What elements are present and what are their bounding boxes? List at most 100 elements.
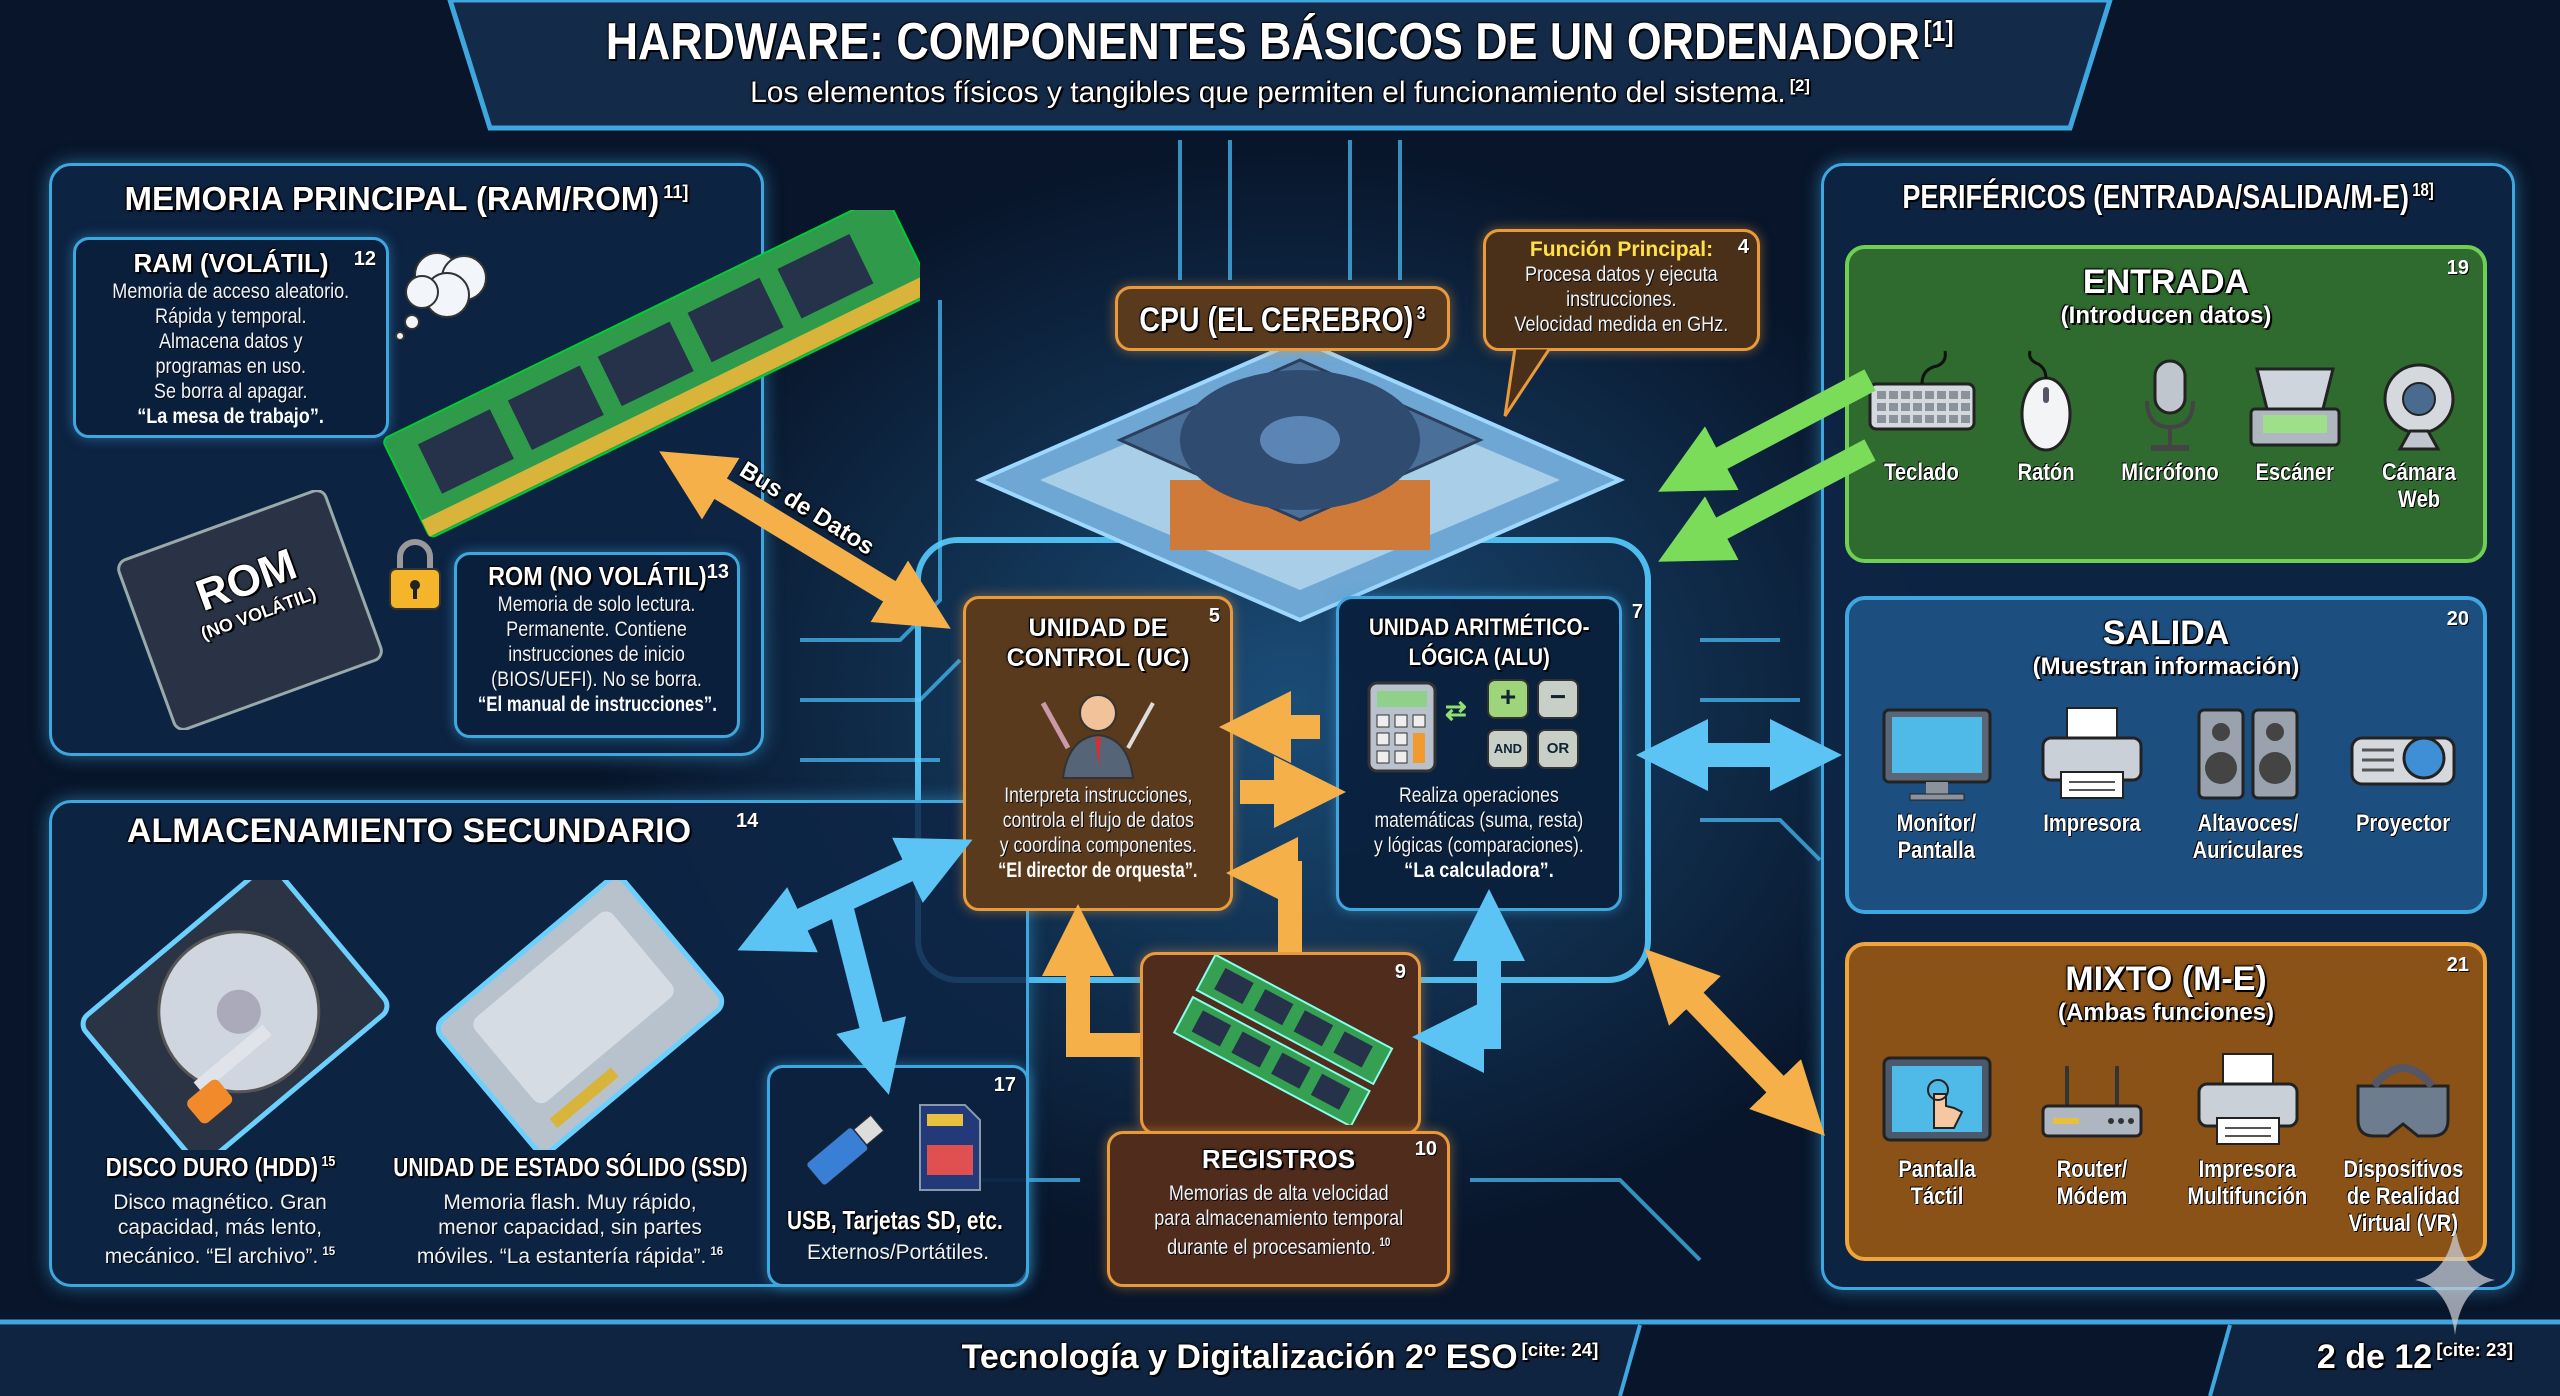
projector-icon: [2350, 736, 2456, 786]
device-label: Micrófono: [2121, 459, 2219, 486]
scanner-icon: [2249, 367, 2341, 447]
router-icon: [2041, 1066, 2143, 1138]
mixto-group: 21 MIXTO (M-E) (Ambas funciones) Pantall…: [1845, 942, 2487, 1261]
touchscreen-icon: [1882, 1056, 1992, 1142]
entrada-title: ENTRADA: [2082, 263, 2250, 301]
alu-cite: 7: [1631, 601, 1643, 623]
page-indicator: 2 de 12[cite: 23]: [2270, 1338, 2560, 1377]
speech-pointer: [1503, 348, 1552, 417]
alu-title: UNIDAD ARITMÉTICO- LÓGICA (ALU): [1368, 614, 1590, 671]
ram-quote: “La mesa de trabajo”.: [137, 405, 325, 428]
uc-description: Interpreta instrucciones, controla el fl…: [999, 784, 1197, 857]
title-cite: [1]: [1923, 15, 1954, 48]
rom-quote: “El manual de instrucciones”.: [477, 693, 717, 716]
exchange-arrows-icon: ⇄: [1445, 695, 1467, 725]
rom-title: ROM (NO VOLÁTIL): [487, 561, 707, 591]
rom-cite: 13: [706, 561, 729, 583]
page-subtitle: Los elementos físicos y tangibles que pe…: [450, 76, 2110, 110]
mixto-subtitle: (Ambas funciones): [2057, 999, 2275, 1026]
ram-title: RAM (VOLÁTIL): [133, 248, 329, 278]
registers-box: 10 REGISTROS Memorias de alta velocidad …: [1107, 1131, 1450, 1287]
ssd-text: Memoria flash. Muy rápido, menor capacid…: [416, 1191, 707, 1268]
device-printer: Impresora Multifunción: [2173, 1046, 2323, 1210]
cpu-function-cite: 4: [1737, 236, 1749, 258]
alu-op-or: OR: [1537, 729, 1579, 769]
device-label: Dispositivos de Realidad Virtual (VR): [2343, 1156, 2464, 1237]
usb-description: Externos/Portátiles.: [806, 1241, 990, 1264]
device-label: Ratón: [2017, 459, 2075, 486]
control-unit-box: 5 UNIDAD DE CONTROL (UC) Interpreta inst…: [963, 596, 1233, 911]
alu-description: Realiza operaciones matemáticas (suma, r…: [1374, 784, 1584, 857]
uc-cite: 5: [1208, 605, 1220, 627]
perifericos-cite: 18]: [2412, 180, 2434, 200]
registers-description: Memorias de alta velocidad para almacena…: [1154, 1182, 1403, 1259]
title-text: HARDWARE: COMPONENTES BÁSICOS DE UN ORDE…: [606, 13, 1921, 71]
salida-title: SALIDA: [2102, 614, 2230, 652]
cpu-function-label: Función Principal:: [1529, 238, 1714, 261]
memoria-title: MEMORIA PRINCIPAL (RAM/ROM)11]: [49, 180, 764, 218]
ssd-title-wrap: UNIDAD DE ESTADO SÓLIDO (SSD): [290, 1152, 850, 1183]
conductor-icon: [1040, 694, 1155, 779]
registers-memory-icon: [1172, 953, 1394, 1128]
alu-box: 7 UNIDAD ARITMÉTICO- LÓGICA (ALU) ⇄ + − …: [1336, 596, 1643, 911]
subtitle-cite: [2]: [1789, 77, 1810, 95]
subtitle-text: Los elementos físicos y tangibles que pe…: [750, 76, 1786, 109]
monitor-icon: [1882, 708, 1992, 801]
usb-box: 17: [767, 1065, 1029, 1287]
hdd-cite: 15: [321, 1154, 335, 1171]
hdd-description: Disco magnético. Gran capacidad, más len…: [70, 1190, 370, 1269]
device-label: Altavoces/ Auriculares: [2192, 810, 2304, 864]
thought-cloud-icon: [395, 252, 487, 340]
device-label: Monitor/ Pantalla: [1896, 810, 1977, 864]
device-label: Impresora: [2043, 810, 2141, 837]
footer-course-cite: [cite: 24]: [1521, 1338, 1599, 1360]
salida-group: 20 SALIDA (Muestran información) Monitor…: [1845, 596, 2487, 914]
cpu-cite: 3: [1416, 301, 1426, 323]
registers-image-box: 9: [1140, 952, 1421, 1135]
ssd-description: Memoria flash. Muy rápido, menor capacid…: [390, 1190, 750, 1269]
cpu-function-text: Procesa datos y ejecuta instrucciones. V…: [1514, 263, 1729, 336]
device-mouse: Ratón: [1986, 349, 2104, 486]
ssd-image: [435, 880, 725, 1150]
page-cite: [cite: 23]: [2436, 1338, 2514, 1360]
webcam-icon: [2383, 363, 2455, 451]
ssd-text-cite: 16: [710, 1246, 724, 1258]
rom-description: Memoria de solo lectura. Permanente. Con…: [491, 593, 703, 691]
cpu-title: CPU (EL CEREBRO): [1139, 301, 1414, 339]
uc-quote: “El director de orquesta”.: [998, 859, 1198, 882]
sparkle-icon: [2415, 1225, 2495, 1335]
ram-description: Memoria de acceso aleatorio. Rápida y te…: [112, 280, 350, 403]
device-label: Router/ Módem: [2056, 1156, 2128, 1210]
ram-cite: 12: [353, 248, 376, 270]
perifericos-title: PERIFÉRICOS (ENTRADA/SALIDA/M-E)18]: [1821, 178, 2515, 216]
usb-drive-icon: [805, 1114, 885, 1187]
rom-box: ROM (NO VOLÁTIL) 13 Memoria de solo lect…: [454, 552, 740, 738]
vr-headset-icon: [2356, 1064, 2450, 1138]
registers-text-cite: 10: [1379, 1237, 1391, 1249]
mixto-title: MIXTO (M-E): [2065, 960, 2267, 998]
ssd-title: UNIDAD DE ESTADO SÓLIDO (SSD): [392, 1152, 748, 1182]
usb-title-wrap: USB, Tarjetas SD, etc.: [740, 1205, 1050, 1236]
device-label: Proyector: [2356, 810, 2451, 837]
device-scanner: Escáner: [2235, 349, 2353, 486]
usb-cite: 17: [993, 1074, 1016, 1096]
hdd-text: Disco magnético. Gran capacidad, más len…: [104, 1191, 327, 1268]
usb-title: USB, Tarjetas SD, etc.: [787, 1205, 1003, 1235]
salida-subtitle: (Muestran información): [2032, 653, 2300, 680]
speakers-icon: [2197, 708, 2299, 800]
device-projector: Proyector: [2329, 700, 2479, 837]
hdd-image: [80, 880, 390, 1150]
device-printer: Impresora: [2018, 700, 2168, 837]
sd-card-icon: [919, 1104, 981, 1191]
alu-quote: “La calculadora”.: [1404, 859, 1554, 882]
printer-icon: [2041, 707, 2143, 799]
keyboard-icon: [1868, 350, 1976, 431]
alu-op-subtract: −: [1537, 679, 1579, 719]
device-webcam: Cámara Web: [2360, 349, 2478, 513]
device-vr-headset: Dispositivos de Realidad Virtual (VR): [2329, 1046, 2479, 1237]
uc-title: UNIDAD DE CONTROL (UC): [1006, 614, 1190, 672]
device-keyboard: Teclado: [1862, 349, 1980, 486]
registers-cite: 10: [1414, 1138, 1437, 1160]
printer-icon: [2197, 1053, 2299, 1145]
